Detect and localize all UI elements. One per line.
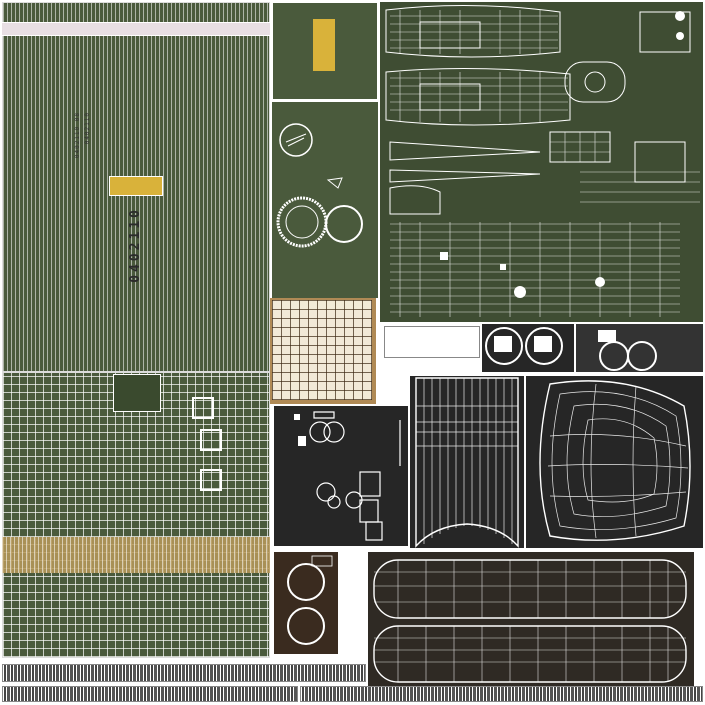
small-square-2 xyxy=(200,429,222,451)
white-block xyxy=(384,326,480,358)
dark-circles-panel xyxy=(482,324,574,372)
shell-svg xyxy=(539,380,691,541)
top-middle-grid-panel xyxy=(272,2,378,100)
rings-svg xyxy=(276,123,363,248)
cylinder-panel xyxy=(410,376,524,548)
dark-parts-panel xyxy=(274,406,408,546)
bottom-strip-1 xyxy=(2,664,366,682)
bottom-strip-2 xyxy=(2,686,298,702)
curved-shell-panel xyxy=(526,376,703,548)
left-lower-wire-grid xyxy=(2,372,270,658)
circles-svg xyxy=(485,327,563,365)
middle-divider xyxy=(408,374,410,548)
wireframe-pieces-svg xyxy=(385,4,700,317)
small-code-text-2: 0402110 xyxy=(84,112,91,145)
parts-svg xyxy=(294,411,401,541)
brown-circles-panel xyxy=(274,552,338,654)
capsule-panel xyxy=(368,552,694,686)
small-square-1 xyxy=(192,397,214,419)
small-square-3 xyxy=(200,469,222,491)
left-texture-panel: 0402110 08 0402110 0402110 xyxy=(2,2,270,658)
dark-square-patch xyxy=(113,374,161,412)
yellow-patch xyxy=(109,176,163,196)
cylinder-svg xyxy=(415,377,519,548)
capsule-svg xyxy=(373,559,687,683)
large-code-text: 0402110 xyxy=(128,207,143,283)
right-upper-wireframe-panel xyxy=(380,2,703,322)
small-code-text-1: 0402110 08 xyxy=(74,112,81,159)
tan-stripe xyxy=(2,537,270,573)
brown-circles-svg xyxy=(287,555,333,645)
gray-circles-svg xyxy=(598,330,657,371)
wood-inner-sheet xyxy=(272,300,372,400)
gray-circles-panel xyxy=(576,324,703,372)
rings-panel xyxy=(272,102,378,298)
bottom-strip-3 xyxy=(300,686,703,702)
top-middle-yellow-label xyxy=(313,19,335,71)
wood-panel xyxy=(270,298,376,404)
top-pink-stripe xyxy=(2,22,270,36)
